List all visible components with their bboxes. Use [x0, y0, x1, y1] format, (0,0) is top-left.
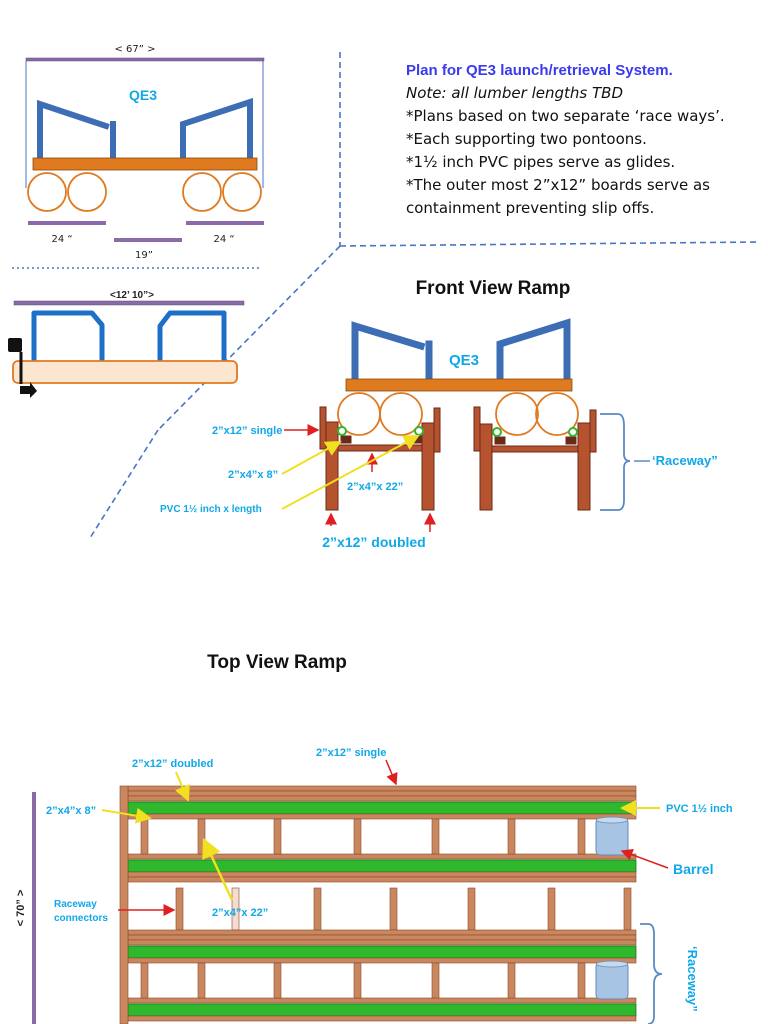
- top-label-pvc: PVC 1½ inch: [666, 803, 733, 815]
- dim-left: 24 “: [51, 234, 72, 245]
- top-label-2x4x22: 2”x4”x 22”: [212, 907, 268, 919]
- top-raceway-1: [127, 785, 637, 883]
- front-boat-deck: [345, 378, 573, 392]
- plan-bullet-4b: containment preventing slip offs.: [406, 199, 654, 217]
- boat-frame: [37, 97, 253, 163]
- dashed-dividers: [89, 52, 759, 539]
- front-label-doubled: 2”x12” doubled: [322, 534, 425, 550]
- side-hull: [12, 360, 238, 384]
- top-view-ramp: Top View Ramp < 70” >: [15, 652, 733, 1024]
- boat-width-label: < 67” >: [114, 44, 155, 55]
- plan-title: Plan for QE3 launch/retrieval System.: [406, 62, 673, 79]
- top-label-single: 2”x12” single: [316, 747, 386, 759]
- top-label-raceway: ‘Raceway”: [685, 946, 700, 1012]
- barrel-icon: [595, 962, 629, 1000]
- barrel-icon: [595, 818, 629, 856]
- front-raceway-left: [319, 406, 441, 511]
- top-label-2x4x8: 2”x4”x 8”: [46, 805, 96, 817]
- top-raceway-brace: [640, 923, 663, 1024]
- top-label-width: < 70” >: [15, 890, 27, 927]
- front-label-2x4x22: 2”x4”x 22”: [347, 481, 403, 493]
- dim-right: 24 “: [213, 234, 234, 245]
- front-view-ramp: Front View Ramp QE3: [160, 278, 718, 550]
- plan-bullet-1: *Plans based on two separate ‘race ways’…: [406, 107, 725, 125]
- top-label-doubled: 2”x12” doubled: [132, 758, 213, 770]
- plan-note: Note: all lumber lengths TBD: [406, 84, 623, 102]
- plan-bullet-2: *Each supporting two pontoons.: [406, 130, 647, 148]
- plan-text-block: Plan for QE3 launch/retrieval System. No…: [406, 62, 725, 217]
- side-length-label: <12’ 10”>: [110, 290, 154, 301]
- boat-front-sketch: < 67” > QE3 24 “ 24 “ 19”: [25, 44, 265, 261]
- front-pontoons: [337, 392, 579, 436]
- plan-bullet-3: *1½ inch PVC pipes serve as glides.: [406, 153, 675, 171]
- top-raceway-2: [127, 929, 637, 1022]
- front-raceway-brace: [600, 413, 631, 511]
- boat-name: QE3: [129, 87, 157, 103]
- top-view-title: Top View Ramp: [207, 652, 347, 673]
- front-view-title: Front View Ramp: [416, 278, 571, 299]
- top-label-connectors-2: connectors: [54, 913, 108, 924]
- top-width-bar: [32, 792, 36, 1024]
- top-label-connectors-1: Raceway: [54, 899, 97, 910]
- boat-deck: [32, 157, 258, 171]
- front-boat-name: QE3: [449, 352, 479, 369]
- front-label-2x4x8: 2”x4”x 8”: [228, 469, 278, 481]
- propeller-icon: [20, 382, 37, 398]
- front-boat-frame: [351, 318, 571, 384]
- front-raceway-right: [473, 406, 597, 511]
- dim-center: 19”: [135, 250, 153, 261]
- boat-side-sketch: <12’ 10”>: [8, 290, 245, 398]
- boat-pontoons: [27, 172, 262, 212]
- plan-bullet-4: *The outer most 2”x12” boards serve as: [406, 176, 710, 194]
- motor-icon: [8, 338, 22, 352]
- front-label-pvc: PVC 1½ inch x length: [160, 504, 262, 515]
- front-label-raceway: ‘Raceway”: [652, 453, 718, 468]
- top-label-barrel: Barrel: [673, 861, 713, 877]
- boat-width-bar: [25, 57, 265, 62]
- front-label-single: 2”x12” single: [212, 425, 282, 437]
